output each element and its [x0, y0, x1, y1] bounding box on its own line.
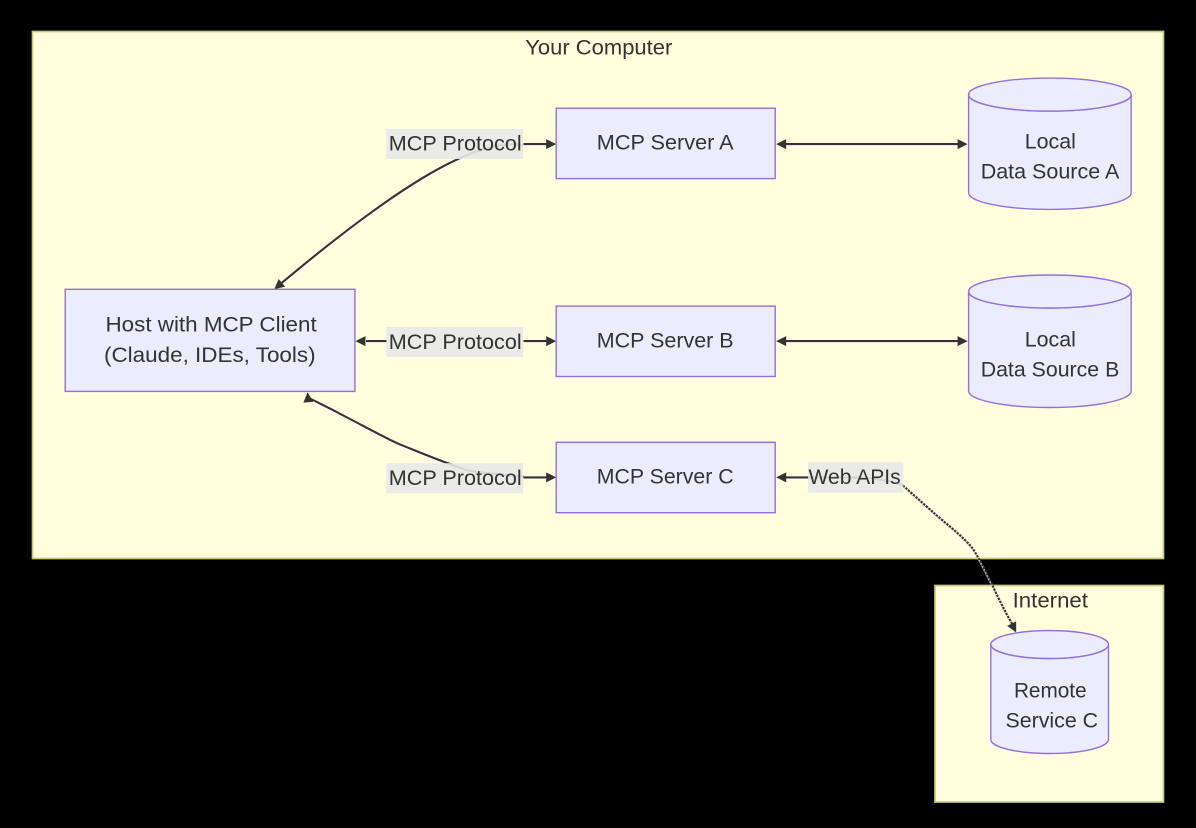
svg-text:Web APIs: Web APIs: [809, 465, 901, 489]
svg-text:Service C: Service C: [1005, 709, 1098, 733]
svg-text:MCP Server B: MCP Server B: [597, 329, 734, 353]
svg-text:Data Source B: Data Source B: [981, 357, 1120, 381]
svg-text:MCP Server C: MCP Server C: [597, 465, 734, 489]
svg-text:Host with MCP Client: Host with MCP Client: [106, 313, 317, 337]
svg-text:Remote: Remote: [1014, 679, 1087, 703]
svg-text:Your Computer: Your Computer: [525, 36, 672, 60]
svg-text:Local: Local: [1025, 327, 1076, 351]
svg-text:(Claude, IDEs, Tools): (Claude, IDEs, Tools): [104, 343, 316, 367]
svg-text:MCP Server A: MCP Server A: [597, 130, 734, 154]
svg-text:Local: Local: [1025, 129, 1076, 153]
svg-text:Internet: Internet: [1013, 588, 1088, 612]
svg-text:MCP Protocol: MCP Protocol: [389, 330, 522, 354]
svg-text:MCP Protocol: MCP Protocol: [389, 132, 522, 156]
svg-text:Data Source A: Data Source A: [981, 160, 1120, 184]
svg-text:MCP Protocol: MCP Protocol: [389, 466, 522, 490]
